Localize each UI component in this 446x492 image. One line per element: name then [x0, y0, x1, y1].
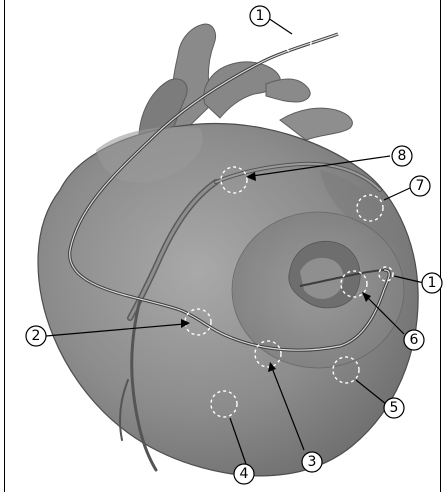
callout-7: 7: [410, 176, 430, 196]
leader-7: [384, 188, 410, 200]
callout-3: 3: [302, 452, 322, 472]
callout-8: 8: [392, 146, 412, 166]
callout-1-right: 1: [422, 273, 442, 293]
callout-6: 6: [404, 330, 424, 350]
svg-text:2: 2: [32, 328, 41, 344]
callout-5: 5: [384, 398, 404, 418]
svg-text:5: 5: [390, 400, 399, 416]
svg-text:1: 1: [256, 8, 265, 24]
svg-text:7: 7: [416, 178, 425, 194]
callout-2: 2: [26, 326, 46, 346]
svg-text:3: 3: [308, 454, 317, 470]
svg-text:8: 8: [398, 148, 407, 164]
callout-4: 4: [234, 464, 254, 484]
marker-circle-1-top: [285, 29, 311, 55]
leader-1-top: [268, 18, 292, 34]
svg-text:1: 1: [428, 275, 437, 291]
svg-text:4: 4: [240, 466, 249, 482]
svg-text:6: 6: [410, 332, 419, 348]
callout-1-top: 1: [250, 6, 270, 26]
